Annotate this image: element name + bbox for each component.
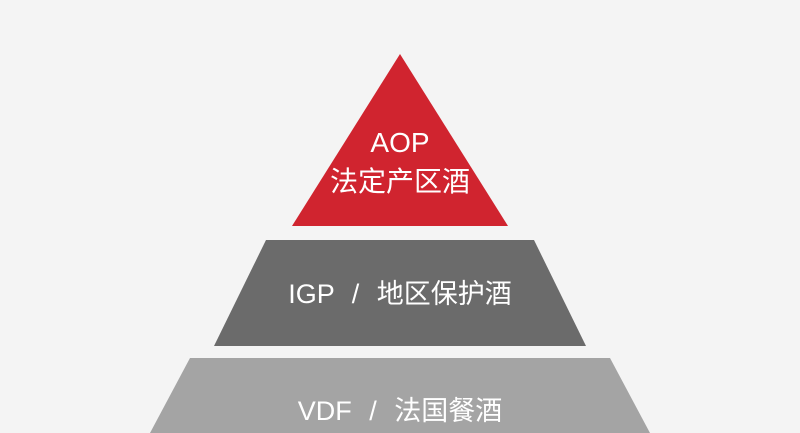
vdf-tier-label: VDF / 法国餐酒: [298, 396, 503, 426]
igp-tier-label: IGP / 地区保护酒: [288, 279, 512, 309]
vdf-tier-name: 法国餐酒: [394, 396, 502, 426]
vdf-tier-separator: /: [369, 396, 377, 426]
igp-tier-separator: /: [352, 279, 360, 309]
aop-tier-name: 法定产区酒: [330, 166, 470, 197]
igp-tier-code: IGP: [288, 279, 334, 309]
vdf-tier-code: VDF: [298, 396, 352, 426]
aop-tier-code: AOP: [370, 127, 429, 158]
igp-tier-name: 地区保护酒: [377, 279, 512, 309]
aop-tier-triangle: [292, 54, 508, 226]
vdf-tier-trapezoid: [150, 358, 650, 433]
igp-tier-trapezoid: [214, 240, 586, 346]
